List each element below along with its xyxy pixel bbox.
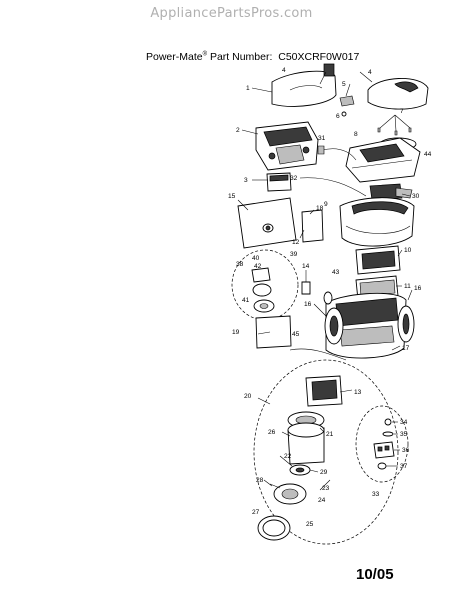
part-canister-body — [324, 292, 415, 359]
part-bag-cover — [339, 197, 415, 247]
callout-9: 9 — [324, 201, 328, 208]
callout-15: 15 — [228, 193, 236, 200]
callout-10: 10 — [404, 247, 412, 254]
part-small-filter — [266, 172, 292, 192]
part-bottom-ring — [257, 515, 291, 541]
callout-22: 22 — [284, 453, 292, 460]
group-nozzle-parts — [231, 249, 299, 321]
callout-4b: 4 — [368, 69, 372, 76]
callout-12: 12 — [292, 239, 300, 246]
callout-16a: 16 — [414, 285, 422, 292]
callout-4a: 4 — [282, 67, 286, 74]
leader-lines — [237, 71, 413, 491]
callout-31: 31 — [318, 135, 326, 142]
part-latch — [369, 183, 413, 201]
group-small-parts — [355, 405, 409, 483]
callout-18: 18 — [316, 205, 324, 212]
callout-25: 25 — [306, 521, 314, 528]
callout-40: 40 — [252, 255, 260, 262]
part-instruction-card — [255, 315, 292, 349]
callout-3: 3 — [244, 177, 248, 184]
part-motor-housing — [345, 137, 421, 183]
part-handle-cover — [367, 78, 429, 110]
callout-13: 13 — [354, 389, 362, 396]
callout-14: 14 — [302, 263, 310, 270]
callout-33: 33 — [372, 491, 380, 498]
part-hose-clip — [301, 281, 311, 295]
part-number-value: C50XCRF0W017 — [278, 51, 360, 63]
callout-8: 8 — [354, 131, 358, 138]
callout-30: 30 — [412, 193, 420, 200]
callout-44: 44 — [424, 151, 432, 158]
callout-32: 32 — [290, 175, 298, 182]
part-dust-cup — [287, 411, 325, 465]
callout-24: 24 — [318, 497, 326, 504]
callout-45: 45 — [292, 331, 300, 338]
watermark: AppliancePartsPros.com — [150, 6, 313, 21]
callout-19: 19 — [232, 329, 240, 336]
diagram-title: Power-Mate® Part Number: C50XCRF0W017 — [146, 51, 359, 63]
part-power-cord — [299, 145, 367, 197]
callout-17: 17 — [402, 345, 410, 352]
callout-35: 35 — [400, 431, 408, 438]
callout-11: 11 — [404, 283, 411, 290]
callout-23: 23 — [322, 485, 330, 492]
callout-37: 37 — [400, 463, 408, 470]
callout-1: 1 — [246, 85, 250, 92]
callout-28: 28 — [256, 477, 264, 484]
part-upper-housing — [255, 121, 319, 171]
part-small-wheel — [323, 291, 333, 305]
part-cord-45 — [289, 348, 347, 361]
revision-date: 10/05 — [356, 566, 394, 583]
callout-41: 41 — [242, 297, 250, 304]
part-seal-ring — [289, 464, 311, 476]
callout-26: 26 — [268, 429, 276, 436]
part-number-label: Part Number: — [209, 51, 273, 63]
part-hepa-filter — [305, 375, 343, 407]
callout-2: 2 — [236, 127, 240, 134]
brand-name: Power-Mate — [146, 51, 203, 63]
part-filter-plate — [301, 209, 324, 243]
part-screws — [377, 114, 412, 136]
callout-38: 38 — [236, 261, 244, 268]
callout-42: 42 — [254, 263, 262, 270]
registered-mark: ® — [202, 51, 208, 58]
callout-27: 27 — [252, 509, 260, 516]
callout-29: 29 — [320, 469, 328, 476]
part-top-cover — [271, 63, 337, 107]
callout-7: 7 — [400, 108, 404, 115]
callout-36: 36 — [402, 447, 410, 454]
part-clips — [339, 95, 355, 117]
callout-labels: 1 2 3 4 4 5 6 7 8 9 10 11 12 13 14 15 16… — [228, 67, 432, 528]
callout-34: 34 — [400, 419, 408, 426]
part-exhaust-filter — [355, 245, 401, 301]
callout-6: 6 — [336, 113, 340, 120]
callout-43: 43 — [332, 269, 340, 276]
group-cyclone-assembly — [253, 359, 399, 545]
callout-21: 21 — [326, 431, 334, 438]
part-dust-bag — [237, 197, 297, 249]
callout-5: 5 — [342, 81, 346, 88]
part-cup-base — [269, 483, 307, 505]
callout-20: 20 — [244, 393, 252, 400]
callout-16b: 16 — [304, 301, 312, 308]
callout-39: 39 — [290, 251, 298, 258]
